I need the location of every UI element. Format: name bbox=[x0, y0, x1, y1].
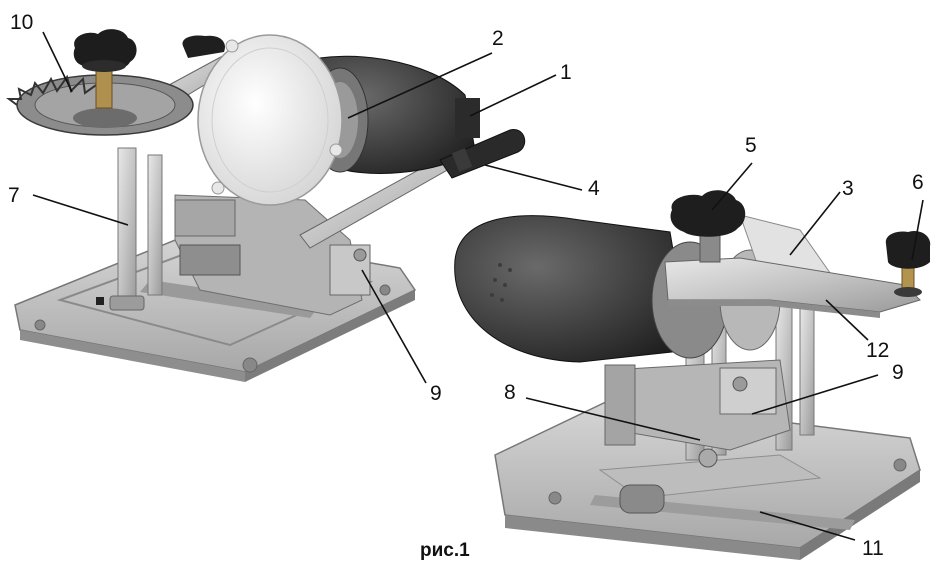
left-machine bbox=[6, 29, 526, 382]
leader-1 bbox=[469, 74, 557, 117]
callout-8: 8 bbox=[504, 381, 516, 404]
figure-caption: рис.1 bbox=[420, 540, 470, 561]
leader-3 bbox=[789, 191, 841, 256]
callout-6: 6 bbox=[912, 171, 924, 194]
leader-4 bbox=[484, 164, 583, 191]
left-rear-knob bbox=[182, 35, 226, 58]
right-center-knob bbox=[670, 190, 746, 263]
callout-5: 5 bbox=[745, 134, 757, 157]
callout-12: 12 bbox=[866, 339, 890, 362]
callout-7: 7 bbox=[8, 184, 20, 207]
right-end-knob bbox=[885, 230, 931, 297]
leader-9-left bbox=[361, 269, 427, 384]
leader-10 bbox=[42, 31, 73, 93]
leader-5 bbox=[711, 162, 753, 211]
left-clamp-knob bbox=[73, 29, 137, 109]
callout-11: 11 bbox=[862, 537, 884, 560]
leader-lines bbox=[32, 31, 924, 541]
right-machine bbox=[454, 190, 931, 560]
leader-11 bbox=[759, 511, 856, 541]
left-bracket bbox=[174, 194, 371, 316]
wheel-guard bbox=[197, 34, 343, 206]
callout-10: 10 bbox=[10, 11, 34, 34]
leader-12 bbox=[825, 299, 869, 341]
callout-9-right: 9 bbox=[892, 361, 904, 384]
leader-7 bbox=[32, 194, 129, 226]
leader-6 bbox=[911, 199, 924, 261]
callout-4: 4 bbox=[588, 177, 600, 200]
leader-2 bbox=[347, 52, 493, 119]
leader-9-right bbox=[751, 374, 879, 415]
leader-8 bbox=[525, 397, 701, 441]
left-handle bbox=[439, 129, 526, 179]
callout-3: 3 bbox=[842, 177, 854, 200]
right-bracket bbox=[604, 359, 791, 451]
right-rest-arm bbox=[664, 257, 921, 318]
callout-2: 2 bbox=[492, 27, 504, 50]
callout-9-left: 9 bbox=[430, 382, 442, 405]
left-guide-post bbox=[109, 147, 163, 311]
callout-1: 1 bbox=[560, 61, 572, 84]
